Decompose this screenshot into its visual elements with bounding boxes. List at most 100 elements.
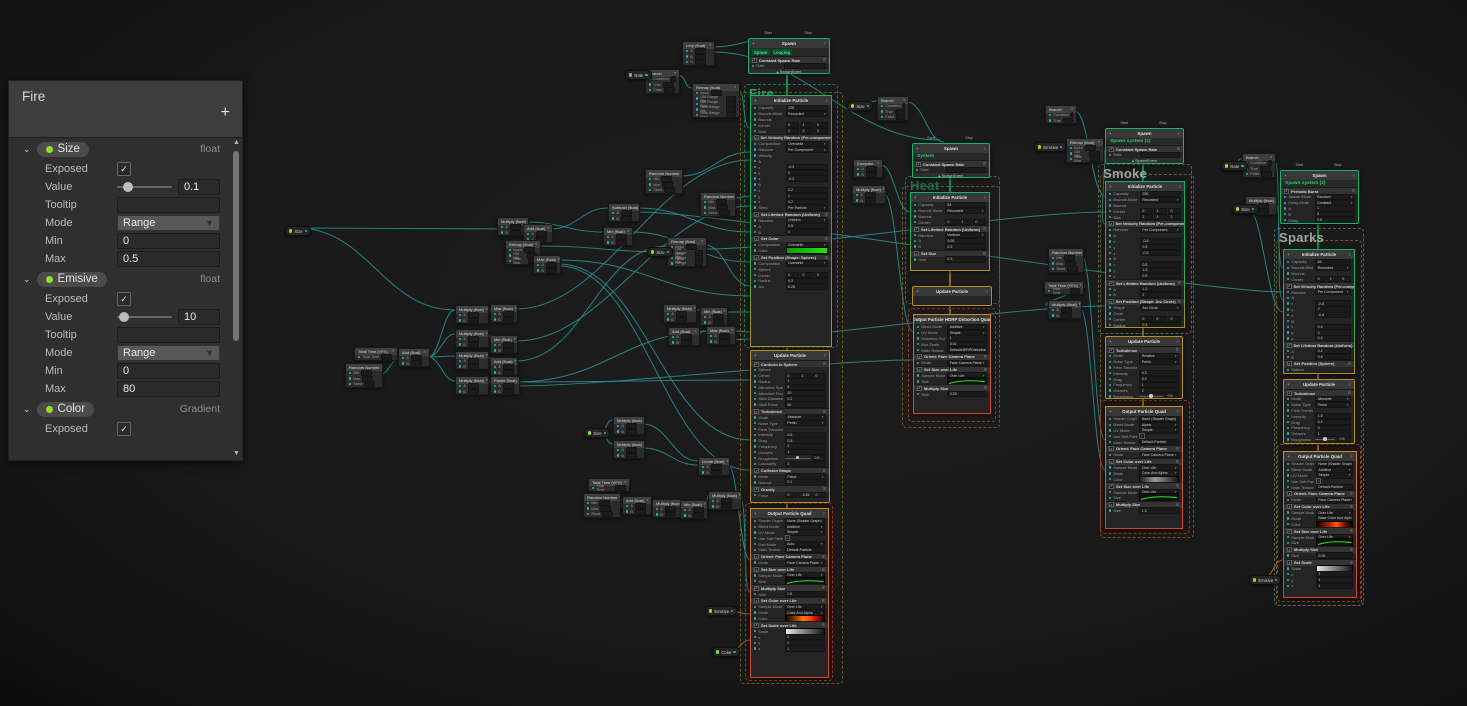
block-enabled-checkbox[interactable]: ✓	[754, 468, 759, 474]
operator-title[interactable]: Add (float)▾	[524, 225, 552, 232]
port-icon[interactable]	[1287, 567, 1290, 570]
input-port-icon[interactable]	[696, 102, 699, 106]
port-icon[interactable]	[754, 592, 757, 596]
parameter-name-pill[interactable]: Color	[36, 401, 95, 417]
operator-field[interactable]	[502, 369, 514, 376]
port-icon[interactable]	[1287, 523, 1290, 526]
operator-field[interactable]	[467, 388, 479, 395]
parameter-name-pill[interactable]: Emisive	[36, 271, 107, 287]
input-port-icon[interactable]	[617, 449, 620, 452]
port-icon[interactable]	[754, 445, 757, 448]
value-slider[interactable]	[117, 182, 172, 192]
dropdown[interactable]: Recorded▾	[944, 207, 986, 214]
input-port-icon[interactable]	[1049, 119, 1052, 122]
port-icon[interactable]	[1287, 426, 1290, 430]
port-icon[interactable]	[1284, 207, 1287, 210]
input-port-icon[interactable]	[358, 356, 361, 359]
input-port-icon[interactable]	[459, 365, 462, 368]
block-enabled-checkbox[interactable]: ✓	[916, 161, 921, 167]
input-port-icon[interactable]	[509, 259, 512, 263]
operator-field[interactable]	[664, 511, 676, 518]
value-field[interactable]: 2	[1315, 442, 1351, 443]
collapse-icon[interactable]: ▾	[674, 71, 676, 76]
operator-title[interactable]: Max (float)▾	[707, 327, 735, 334]
value-field[interactable]: 0.05	[1315, 552, 1353, 559]
input-port-icon[interactable]	[607, 241, 610, 244]
context-fire-update[interactable]: +Update Particle≡✓Conform to Sphere☰Sphe…	[750, 350, 830, 503]
scroll-up-icon[interactable]: ▲	[233, 139, 240, 146]
port-icon[interactable]	[1109, 440, 1112, 444]
port-icon[interactable]	[917, 325, 920, 329]
input-port-icon[interactable]	[649, 88, 652, 92]
block-enabled-checkbox[interactable]: ✓	[914, 226, 919, 232]
input-port-icon[interactable]	[686, 50, 689, 53]
port-icon[interactable]	[1109, 234, 1112, 237]
block-header[interactable]: ✓Set Velocity Random (Per-component)☰	[751, 133, 831, 141]
input-port-icon[interactable]	[656, 513, 659, 516]
dropdown[interactable]: Face Camera Plane▾	[1315, 496, 1353, 504]
block-header[interactable]: ✓Set Position (Shape: Arc Circle)☰	[1106, 297, 1184, 305]
operator-field[interactable]	[364, 380, 376, 387]
port-icon[interactable]	[754, 206, 757, 209]
port-icon[interactable]	[917, 331, 920, 334]
operator-title[interactable]: Divide (float)▾	[699, 458, 729, 465]
input-port-icon[interactable]	[704, 211, 707, 215]
context-header[interactable]: +Update Particle≡	[1284, 380, 1354, 389]
collapse-icon[interactable]: ▾	[734, 85, 736, 90]
block-header[interactable]: ✓Orient: Face Camera Plane☰	[1284, 489, 1356, 497]
input-port-icon[interactable]	[881, 110, 884, 113]
flow-output-port[interactable]: ▴ SpawnEvent	[1106, 157, 1183, 163]
operator-field[interactable]	[680, 339, 692, 346]
input-port-icon[interactable]	[672, 341, 675, 344]
block-enabled-checkbox[interactable]: ✓	[754, 236, 759, 242]
operator-field[interactable]	[615, 239, 627, 246]
input-port-icon[interactable]	[459, 338, 462, 341]
input-port-icon[interactable]	[501, 226, 504, 229]
port-icon[interactable]	[1109, 435, 1112, 438]
block-enabled-checkbox[interactable]: ✓	[917, 354, 922, 360]
port-icon[interactable]	[754, 124, 757, 127]
input-port-icon[interactable]	[702, 466, 705, 469]
block-header[interactable]: ✓Turbulence☰	[1284, 389, 1354, 396]
port-icon[interactable]	[1109, 318, 1112, 321]
port-icon[interactable]	[752, 64, 755, 68]
operator-node[interactable]: Multiply (float)▾AB	[613, 440, 645, 460]
input-port-icon[interactable]	[459, 390, 462, 393]
input-port-icon[interactable]	[402, 357, 405, 360]
dropdown[interactable]: Perlin▾	[1315, 401, 1351, 408]
input-port-icon[interactable]	[649, 188, 652, 192]
exposed-checkbox[interactable]: ✓	[117, 162, 131, 176]
block-enabled-checkbox[interactable]: ✓	[1109, 459, 1114, 465]
scrollbar-thumb[interactable]	[233, 151, 239, 341]
collapse-icon[interactable]: ▾	[627, 229, 629, 234]
vector-component-field[interactable]: 3	[1153, 213, 1167, 221]
input-port-icon[interactable]	[1070, 152, 1073, 155]
port-icon[interactable]	[1109, 429, 1112, 432]
flow-input-port[interactable]: Stop	[1159, 121, 1167, 125]
input-port-icon[interactable]	[402, 362, 405, 365]
operator-title[interactable]: Min (float)▾	[681, 501, 707, 508]
context-header[interactable]: +Update Particle≡	[913, 287, 991, 296]
operator-field[interactable]	[685, 244, 697, 251]
operator-field[interactable]	[664, 186, 676, 193]
block-enabled-checkbox[interactable]: ✓	[754, 135, 759, 141]
input-port-icon[interactable]	[696, 108, 699, 111]
flow-input-port[interactable]: Stop	[804, 31, 812, 35]
block-header[interactable]: ✓Turbulence☰	[751, 407, 829, 415]
input-port-icon[interactable]	[881, 115, 884, 119]
collapse-icon[interactable]: ▾	[694, 329, 696, 334]
value-field[interactable]: 1	[1315, 582, 1353, 590]
vector-component-field[interactable]: 2	[785, 127, 800, 135]
context-header[interactable]: +Output Particle HDRP Distortion Quad≡	[914, 315, 990, 324]
